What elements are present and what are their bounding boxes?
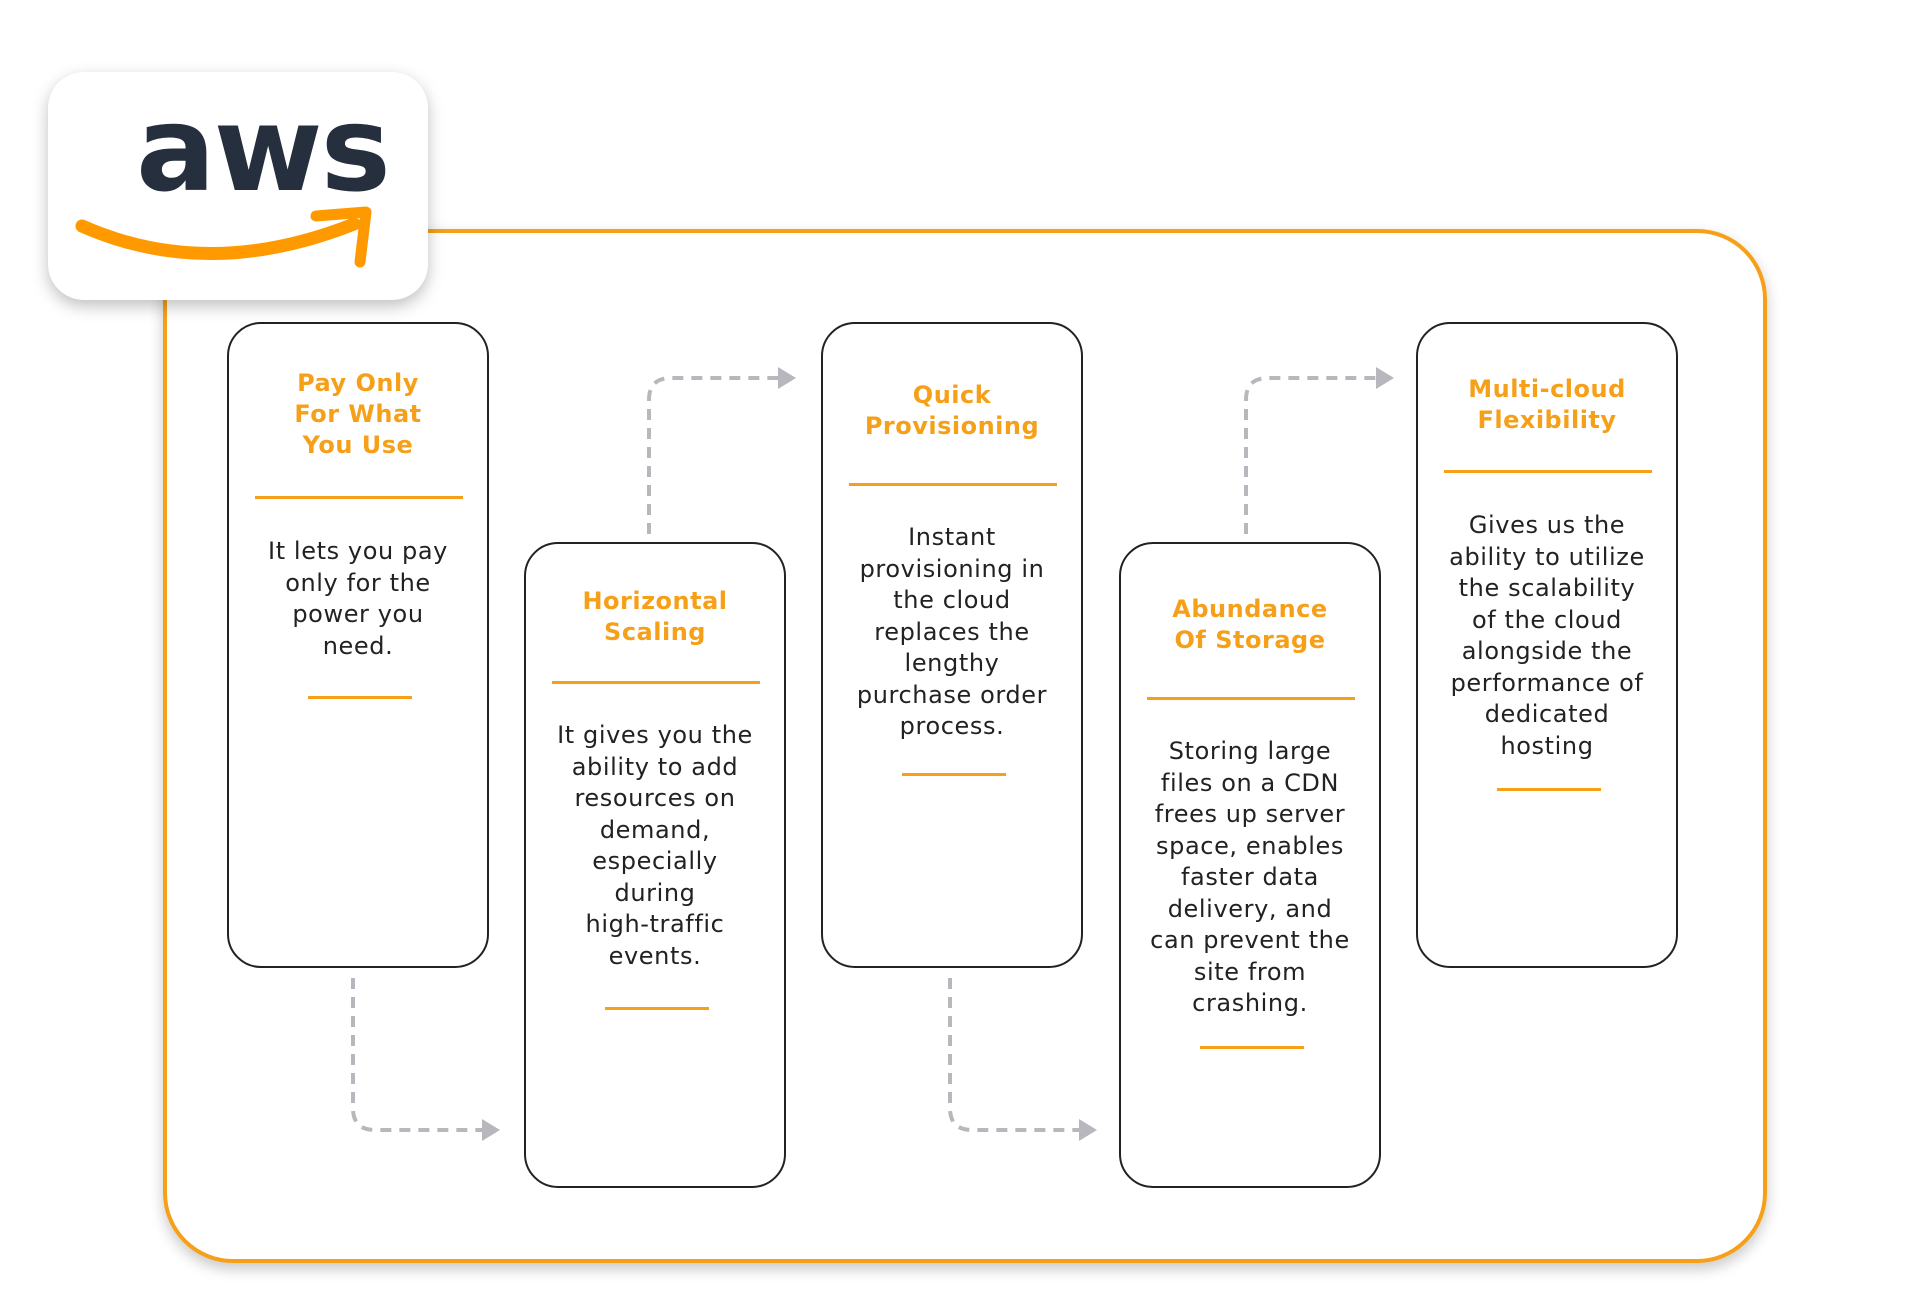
card-description: It gives you the ability to add resource…: [557, 721, 753, 970]
card-horizontal-scaling: Horizontal Scaling It gives you the abil…: [524, 542, 786, 1188]
title-underline: [849, 483, 1057, 486]
description-underline: [1200, 1046, 1304, 1049]
title-underline: [552, 681, 760, 684]
aws-logo-graphic: aws: [75, 80, 391, 268]
aws-logo-text: aws: [136, 80, 389, 218]
description-underline: [1497, 788, 1601, 791]
card-abundance-of-storage: Abundance Of Storage Storing large files…: [1119, 542, 1381, 1188]
arrowhead-4-icon: [1376, 367, 1394, 389]
card-description: Storing large files on a CDN frees up se…: [1150, 737, 1350, 1017]
diagram-frame: [163, 229, 1767, 1263]
card-quick-provisioning: Quick Provisioning Instant provisioning …: [821, 322, 1083, 968]
card-description: Instant provisioning in the cloud replac…: [856, 523, 1048, 740]
smile-arrow-icon: [75, 217, 361, 260]
arrowhead-3-icon: [1079, 1119, 1097, 1141]
title-underline: [1444, 470, 1652, 473]
card-title: Quick Provisioning: [864, 381, 1040, 440]
description-underline: [605, 1007, 709, 1010]
title-underline: [1147, 697, 1355, 700]
card-description: Gives us the ability to utilize the scal…: [1449, 511, 1645, 760]
card-pay-only: Pay Only For What You Use It lets you pa…: [227, 322, 489, 968]
connector-2-3: [647, 376, 778, 534]
card-title: Abundance Of Storage: [1172, 595, 1328, 654]
connector-3-4: [948, 978, 1079, 1132]
connector-1-2: [351, 978, 482, 1132]
title-underline: [255, 496, 463, 499]
card-title: Horizontal Scaling: [582, 587, 728, 646]
smile-arrowhead-icon: [310, 206, 372, 268]
card-description: It lets you pay only for the power you n…: [268, 537, 448, 660]
card-title: Multi-cloud Flexibility: [1468, 375, 1626, 434]
arrowhead-1-icon: [482, 1119, 500, 1141]
description-underline: [308, 696, 412, 699]
connector-4-5: [1244, 376, 1376, 534]
card-multi-cloud-flexibility: Multi-cloud Flexibility Gives us the abi…: [1416, 322, 1678, 968]
description-underline: [902, 773, 1006, 776]
card-title: Pay Only For What You Use: [294, 369, 422, 459]
arrowhead-2-icon: [778, 367, 796, 389]
aws-logo: aws: [48, 72, 428, 300]
